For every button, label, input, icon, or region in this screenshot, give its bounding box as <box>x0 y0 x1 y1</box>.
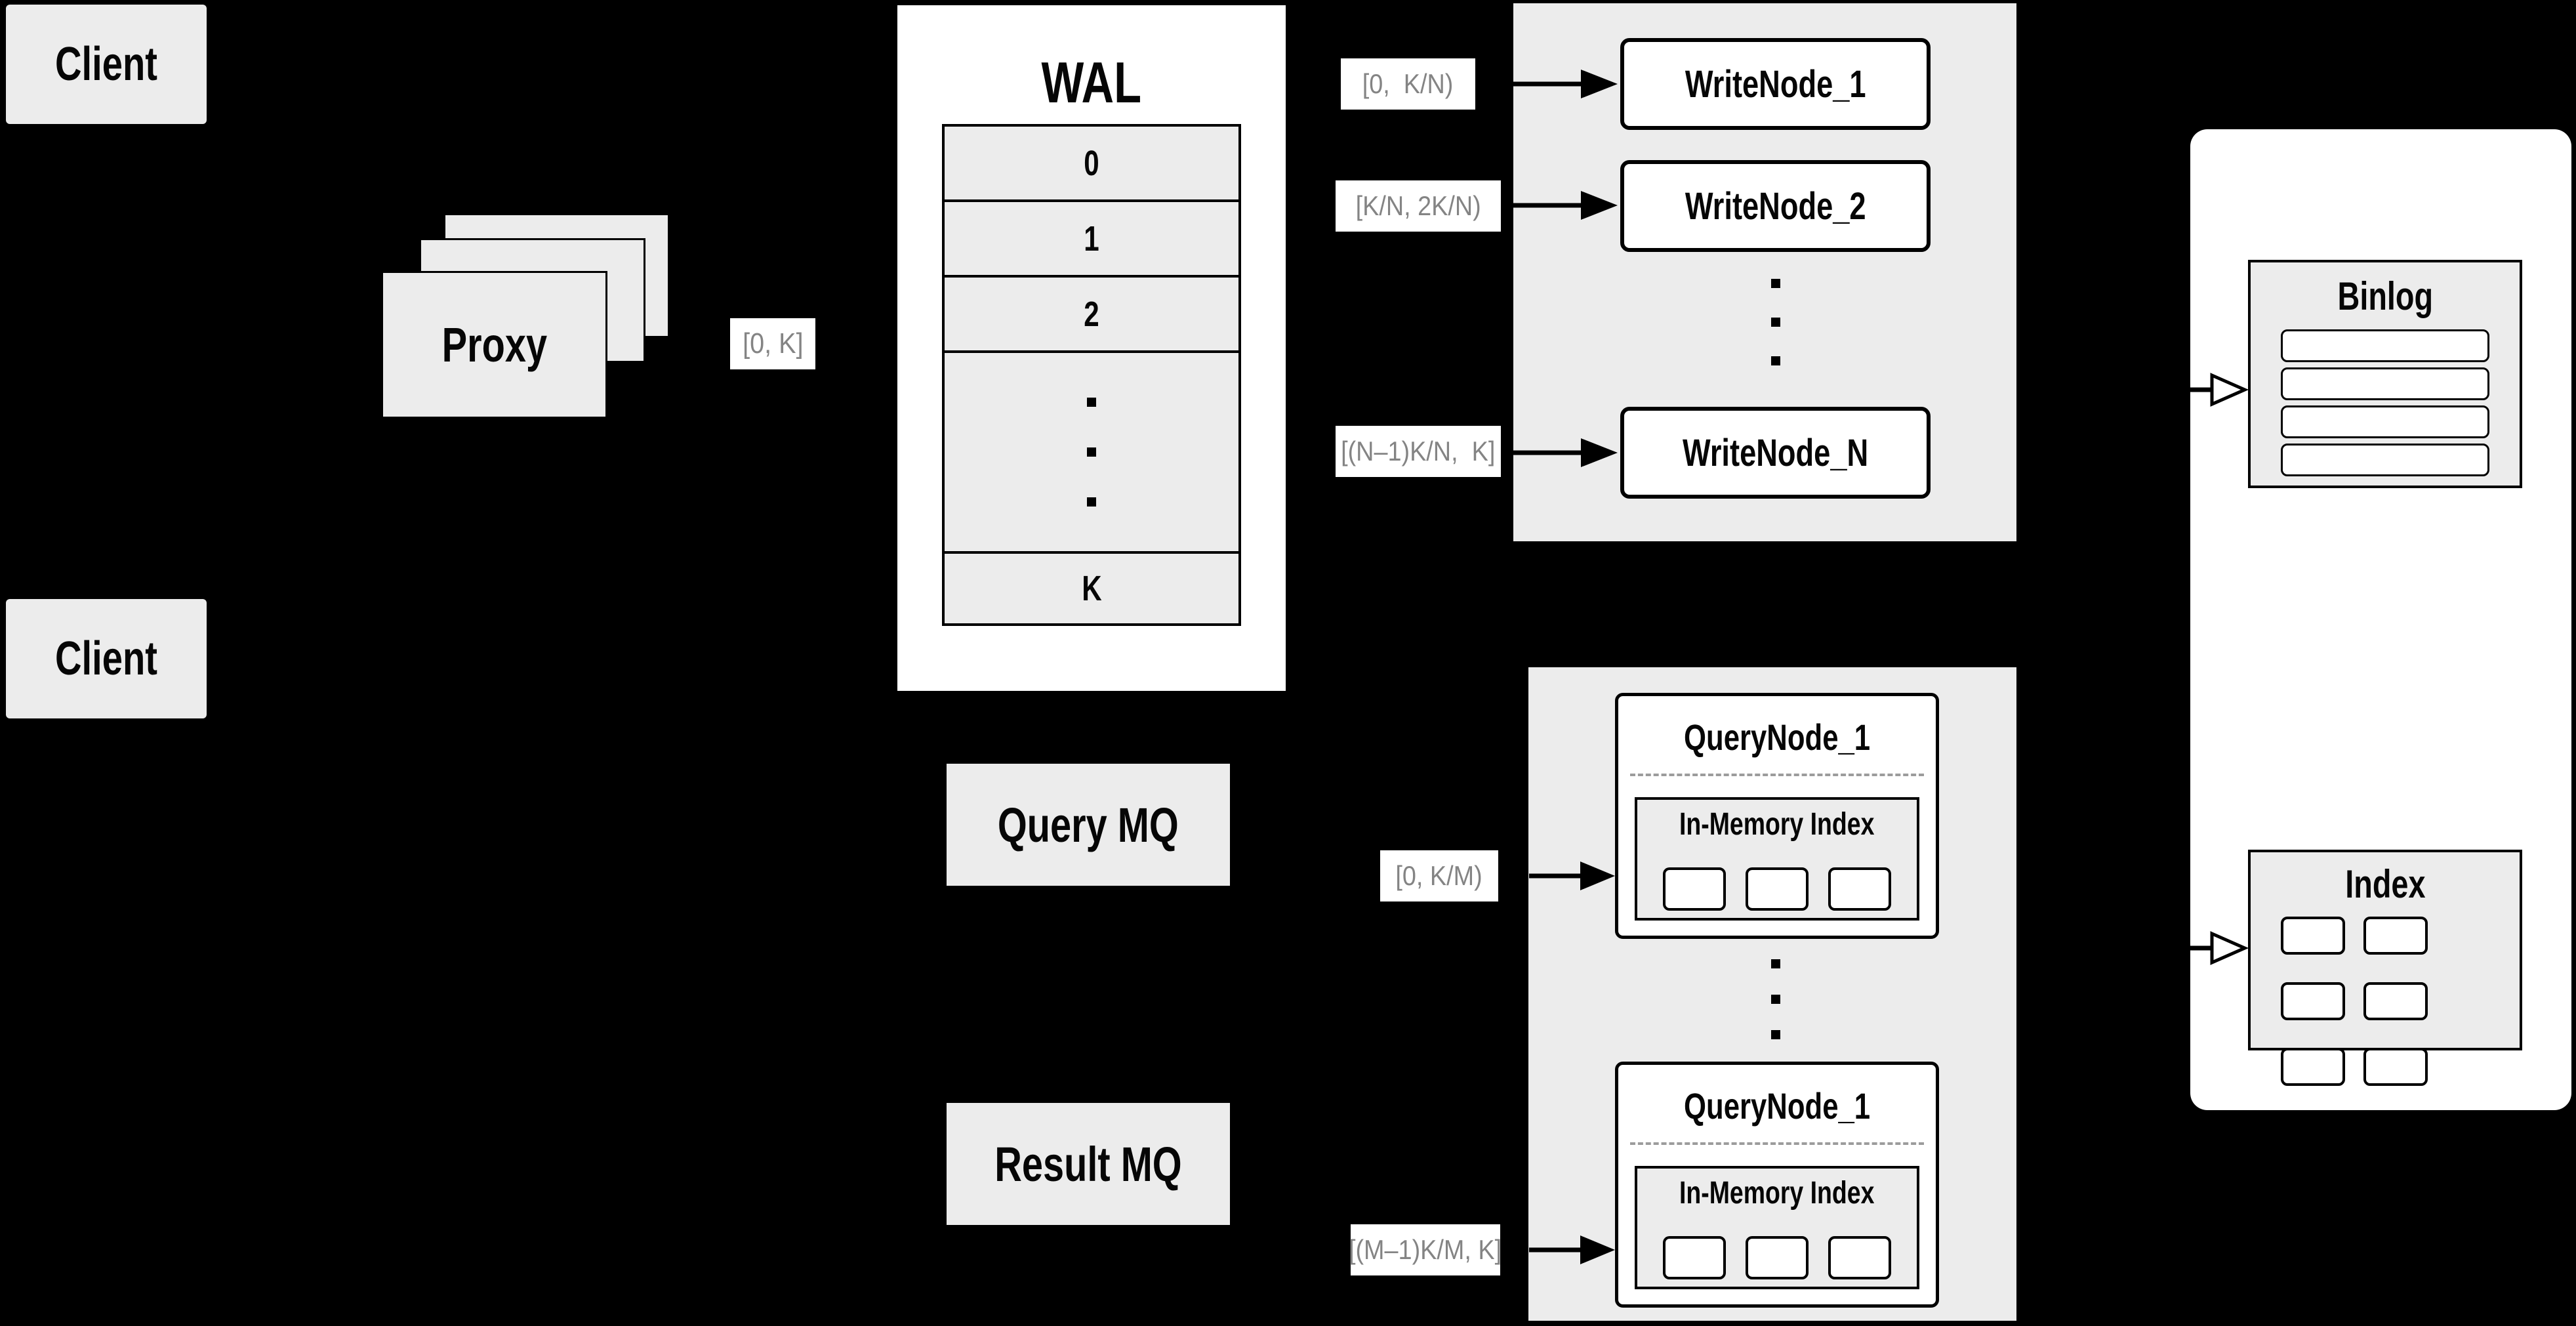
write-node-2: WriteNode_2 <box>1620 160 1931 252</box>
query-node-1-title-text: QueryNode_1 <box>1683 716 1871 758</box>
query-range-label-1: [0, K/M) <box>1380 850 1498 901</box>
query-range-label-2-text: [(M–1)K/M, K] <box>1349 1234 1502 1265</box>
wal-segment-row-2: 2 <box>945 278 1238 353</box>
index-box: Index <box>2248 850 2522 1086</box>
wal-segment-2-text: 2 <box>1084 294 1099 334</box>
range-label-proxy-out-text: [0, K] <box>742 327 804 360</box>
arrow-to-binlog <box>2184 373 2248 407</box>
binlog-rows <box>2281 329 2489 476</box>
wal-ellipsis-row <box>945 353 1238 554</box>
wal-table: 0 1 2 K <box>942 124 1241 626</box>
wal-segment-row-1: 1 <box>945 202 1238 278</box>
binlog-row <box>2281 405 2489 438</box>
write-range-label-1-text: [0, K/N) <box>1362 68 1454 99</box>
memory-cell <box>1663 1236 1726 1279</box>
write-node-n-label: WriteNode_N <box>1682 431 1869 474</box>
index-cell <box>2363 982 2428 1020</box>
binlog-row <box>2281 444 2489 476</box>
in-memory-index-title-2: In-Memory Index <box>1637 1172 1917 1213</box>
query-node-2-divider <box>1630 1142 1924 1145</box>
write-range-label-3: [(N–1)K/N, K] <box>1336 426 1501 477</box>
write-range-label-2-text: [K/N, 2K/N) <box>1355 190 1481 221</box>
client-top-label: Client <box>54 38 157 91</box>
query-node-2-title: QueryNode_1 <box>1618 1074 1936 1137</box>
in-memory-index-box-1: In-Memory Index <box>1635 797 1919 921</box>
index-cell <box>2281 917 2345 955</box>
wal-title: WAL <box>897 46 1286 119</box>
index-cell <box>2281 982 2345 1020</box>
index-cell <box>2363 917 2428 955</box>
client-bottom-label: Client <box>54 632 157 685</box>
proxy-label: Proxy <box>441 318 547 372</box>
binlog-title-text: Binlog <box>2337 274 2433 318</box>
arrow-to-index <box>2184 931 2248 965</box>
result-mq-box: Result MQ <box>947 1103 1230 1225</box>
index-title-text: Index <box>2344 861 2426 906</box>
wal-title-text: WAL <box>1041 50 1142 115</box>
wal-segment-1-text: 1 <box>1084 218 1099 259</box>
query-mq-box: Query MQ <box>947 764 1230 886</box>
range-label-proxy-out: [0, K] <box>730 318 815 369</box>
binlog-title: Binlog <box>2251 268 2520 324</box>
binlog-row <box>2281 367 2489 400</box>
index-title: Index <box>2251 856 2520 911</box>
in-memory-index-title-1-text: In-Memory Index <box>1679 806 1875 842</box>
query-node-2-title-text: QueryNode_1 <box>1683 1085 1871 1127</box>
query-mq-label: Query MQ <box>998 797 1179 852</box>
arrow-to-querynode-2 <box>1529 1235 1615 1264</box>
memory-cells-2 <box>1637 1236 1917 1279</box>
wal-segment-row-0: 0 <box>945 127 1238 202</box>
memory-cell <box>1746 867 1809 911</box>
proxy-box-front: Proxy <box>381 271 607 419</box>
client-box-bottom: Client <box>6 599 207 718</box>
in-memory-index-title-1: In-Memory Index <box>1637 804 1917 844</box>
query-node-1: QueryNode_1 In-Memory Index <box>1615 693 1939 939</box>
write-node-n: WriteNode_N <box>1620 407 1931 499</box>
binlog-row <box>2281 329 2489 362</box>
in-memory-index-box-2: In-Memory Index <box>1635 1166 1919 1289</box>
store-engine-panel: Store Engine Binlog Index <box>2190 129 2571 1110</box>
write-range-label-1: [0, K/N) <box>1341 58 1475 110</box>
write-node-1: WriteNode_1 <box>1620 38 1931 130</box>
query-node-1-title: QueryNode_1 <box>1618 705 1936 768</box>
wal-vertical-ellipsis <box>1087 398 1096 507</box>
query-node-2: QueryNode_1 In-Memory Index <box>1615 1062 1939 1308</box>
arrow-to-writenode-n <box>1513 438 1618 467</box>
in-memory-index-title-2-text: In-Memory Index <box>1679 1175 1875 1211</box>
memory-cell <box>1663 867 1726 911</box>
wal-panel: WAL 0 1 2 K <box>897 5 1286 691</box>
memory-cell <box>1828 867 1891 911</box>
query-node-ellipsis <box>1771 959 1780 1039</box>
write-node-2-label: WriteNode_2 <box>1685 184 1866 228</box>
index-cells <box>2281 917 2495 1086</box>
index-cell <box>2363 1048 2428 1086</box>
index-cell <box>2281 1048 2345 1086</box>
query-range-label-2: [(M–1)K/M, K] <box>1349 1224 1502 1275</box>
arrow-to-querynode-1 <box>1529 861 1615 890</box>
query-range-label-1-text: [0, K/M) <box>1395 860 1483 891</box>
result-mq-label: Result MQ <box>994 1136 1182 1191</box>
arrow-to-writenode-2 <box>1513 191 1618 220</box>
write-node-1-label: WriteNode_1 <box>1685 62 1866 106</box>
wal-segment-0-text: 0 <box>1084 143 1099 183</box>
client-box-top: Client <box>6 5 207 124</box>
write-range-label-3-text: [(N–1)K/N, K] <box>1341 436 1496 466</box>
memory-cell <box>1828 1236 1891 1279</box>
wal-segment-row-k: K <box>945 554 1238 623</box>
memory-cell <box>1746 1236 1809 1279</box>
write-node-ellipsis <box>1771 279 1780 365</box>
query-node-1-divider <box>1630 774 1924 776</box>
binlog-box: Binlog <box>2248 260 2522 488</box>
write-range-label-2: [K/N, 2K/N) <box>1336 180 1501 232</box>
wal-segment-k-text: K <box>1081 569 1102 608</box>
memory-cells-1 <box>1637 867 1917 911</box>
arrow-to-writenode-1 <box>1513 70 1618 98</box>
